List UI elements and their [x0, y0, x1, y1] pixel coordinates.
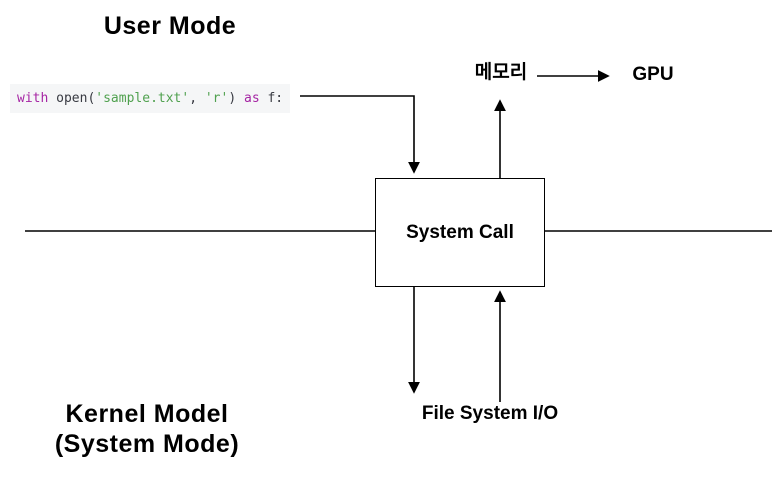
- user-mode-title: User Mode: [103, 12, 237, 40]
- code-token-plain: f:: [259, 91, 284, 106]
- code-token-string: 'sample.txt': [95, 91, 190, 106]
- code-token-keyword: with: [17, 91, 49, 106]
- code-token-plain: open(: [48, 91, 96, 106]
- gpu-label: GPU: [632, 64, 674, 85]
- system-call-box: System Call: [375, 178, 545, 287]
- kernel-mode-title: Kernel Model (System Mode): [37, 399, 257, 459]
- kernel-mode-title-line1: Kernel Model: [65, 400, 229, 428]
- code-token-keyword: as: [244, 91, 260, 106]
- code-token-plain: ): [228, 91, 244, 106]
- file-system-io-label: File System I/O: [421, 403, 559, 424]
- kernel-mode-title-line2: (System Mode): [54, 430, 240, 458]
- code-token-string: 'r': [204, 91, 229, 106]
- code-token-plain: ,: [189, 91, 205, 106]
- memory-label: 메모리: [474, 62, 528, 83]
- system-call-label: System Call: [406, 221, 514, 243]
- code-snippet: with open('sample.txt', 'r') as f:: [10, 84, 290, 113]
- arrow-code-to-syscall: [300, 95, 420, 174]
